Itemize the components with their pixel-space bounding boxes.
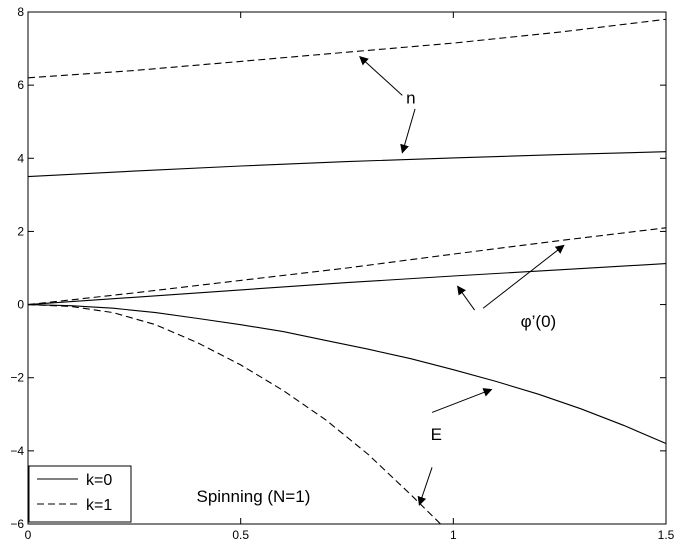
series-group bbox=[27, 18, 667, 525]
annotation-label: E bbox=[431, 425, 442, 444]
y-tick-label: −4 bbox=[10, 444, 24, 458]
y-tick-label: 4 bbox=[17, 151, 24, 165]
series-n-solid bbox=[27, 151, 667, 178]
annotation-arrows bbox=[359, 56, 565, 506]
series-n-dashed bbox=[27, 18, 667, 79]
annotation-arrow bbox=[431, 388, 493, 413]
series-phi-dashed bbox=[27, 227, 667, 306]
y-tick-label: −6 bbox=[10, 517, 24, 531]
y-tick-label: 8 bbox=[17, 5, 24, 19]
x-tick-label: 1.5 bbox=[658, 528, 675, 542]
x-tick-label: 1 bbox=[450, 528, 457, 542]
annotation-label: Spinning (N=1) bbox=[196, 487, 310, 506]
series-phi-solid bbox=[27, 263, 667, 306]
annotation-label: φ’(0) bbox=[521, 312, 557, 331]
y-tick-label: −2 bbox=[10, 371, 24, 385]
legend: k=0 k=1 bbox=[28, 465, 132, 523]
series-E-solid bbox=[27, 304, 667, 445]
annotation-arrow bbox=[359, 56, 403, 96]
y-tick-label: 0 bbox=[17, 298, 24, 312]
annotation-label: n bbox=[406, 88, 415, 107]
annotation-arrow bbox=[482, 244, 565, 309]
x-tick-label: 0.5 bbox=[232, 528, 249, 542]
annotations: n φ’(0) E Spinning (N=1) bbox=[196, 88, 556, 506]
y-tick-label: 6 bbox=[17, 78, 24, 92]
x-tick-label: 0 bbox=[25, 528, 32, 542]
plot-frame bbox=[27, 11, 667, 525]
annotation-arrow bbox=[417, 467, 433, 506]
annotation-arrow bbox=[400, 108, 416, 154]
annotation-arrow bbox=[457, 285, 476, 311]
legend-label-k0: k=0 bbox=[86, 472, 112, 489]
y-tick-label: 2 bbox=[17, 224, 24, 238]
series-E-dashed bbox=[27, 304, 441, 525]
legend-label-k1: k=1 bbox=[86, 497, 112, 514]
axis-ticks: 0 0.5 1 1.5 −6 −4 −2 0 2 4 6 8 bbox=[10, 5, 674, 542]
legend-box bbox=[28, 465, 132, 523]
